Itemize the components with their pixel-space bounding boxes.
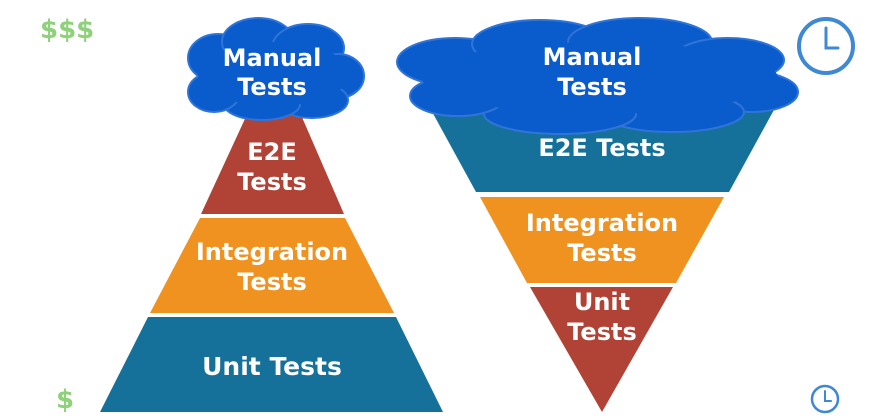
inverted-pyramid: Manual Tests E2E Tests Integration Tests… [396, 17, 799, 412]
inverted-integration-layer [480, 197, 724, 283]
pyramid-manual-label-2: Tests [237, 73, 307, 101]
pyramid-e2e-label-1: E2E [247, 138, 297, 166]
clock-icon [810, 384, 840, 414]
inverted-manual-cloud [396, 17, 799, 135]
pyramid-e2e-layer [201, 108, 344, 214]
pyramid-integration-layer [150, 218, 394, 313]
pyramid-integration-label-2: Tests [237, 268, 307, 296]
pyramid-manual-label-1: Manual [223, 44, 322, 72]
pyramid-manual-cloud [187, 17, 365, 121]
inverted-integration-label-1: Integration [526, 209, 678, 237]
inverted-unit-label-1: Unit [574, 288, 630, 316]
inverted-e2e-label: E2E Tests [538, 134, 665, 162]
inverted-manual-label-1: Manual [543, 43, 642, 71]
clock-icon [797, 17, 855, 75]
inverted-integration-label-2: Tests [567, 239, 637, 267]
pyramid-integration-label-1: Integration [196, 238, 348, 266]
pyramid-unit-layer [100, 317, 443, 412]
inverted-unit-label-2: Tests [567, 318, 637, 346]
test-pyramid: Manual Tests E2E Tests Integration Tests… [100, 17, 443, 412]
pyramid-e2e-label-2: Tests [237, 168, 307, 196]
pyramid-unit-label: Unit Tests [202, 352, 342, 381]
inverted-manual-label-2: Tests [557, 73, 627, 101]
cost-low-label: $ [56, 385, 74, 415]
cost-high-label: $$$ [40, 15, 94, 45]
inverted-unit-layer [530, 287, 673, 412]
